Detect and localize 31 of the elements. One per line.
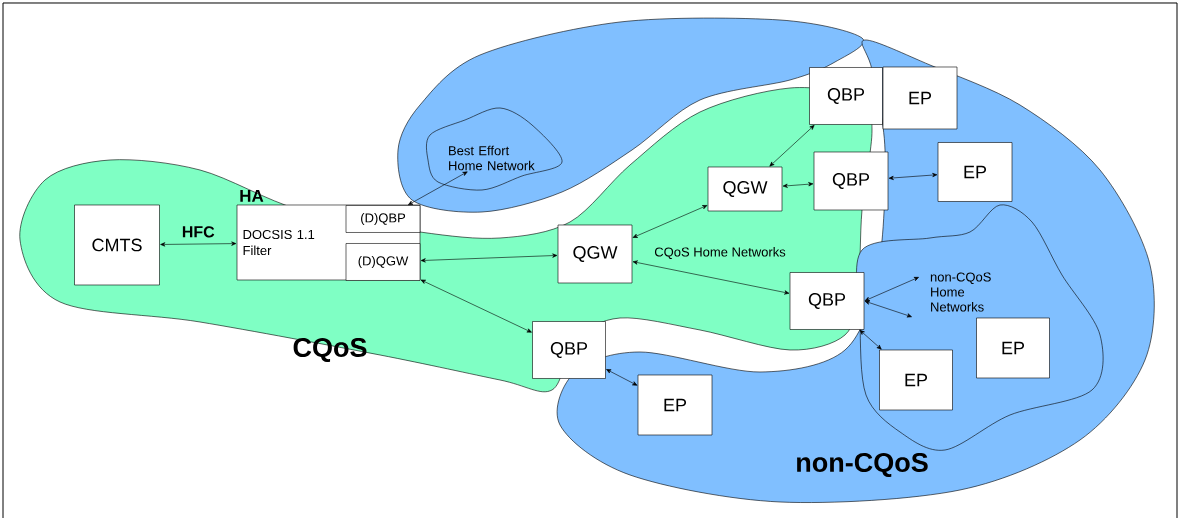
edge-label: HFC <box>182 226 215 238</box>
arrow <box>420 253 558 263</box>
device-box: EP <box>882 66 958 130</box>
device-box: CMTS <box>74 204 160 286</box>
arrow <box>782 182 814 188</box>
device-box: EP <box>937 142 1013 202</box>
arrow <box>408 171 468 206</box>
device-box: (D)QBP <box>345 205 421 233</box>
device-box: QBP <box>789 272 865 330</box>
box-heading: HA <box>240 190 264 202</box>
arrow <box>632 260 790 295</box>
device-box: EP <box>879 349 953 411</box>
device-box: QBP <box>532 321 606 379</box>
arrow <box>160 241 237 247</box>
network-label: CQoS Home Networks <box>654 247 786 259</box>
device-box: EP <box>976 317 1050 379</box>
device-box: QGW <box>557 224 633 284</box>
arrow <box>864 277 919 301</box>
device-box: EP <box>637 374 713 436</box>
device-box: QGW <box>707 166 783 212</box>
arrow <box>632 205 708 238</box>
arrow <box>859 330 882 350</box>
home-network-cloud: Best Effort Home Network <box>426 107 563 191</box>
device-box: (D)QGW <box>345 243 421 281</box>
arrow <box>769 125 815 167</box>
device-box: QBP <box>809 67 883 125</box>
arrow <box>420 279 532 333</box>
arrow <box>864 300 912 318</box>
arrow <box>888 172 938 180</box>
device-box: QBP <box>813 151 889 211</box>
arrow <box>606 369 638 386</box>
